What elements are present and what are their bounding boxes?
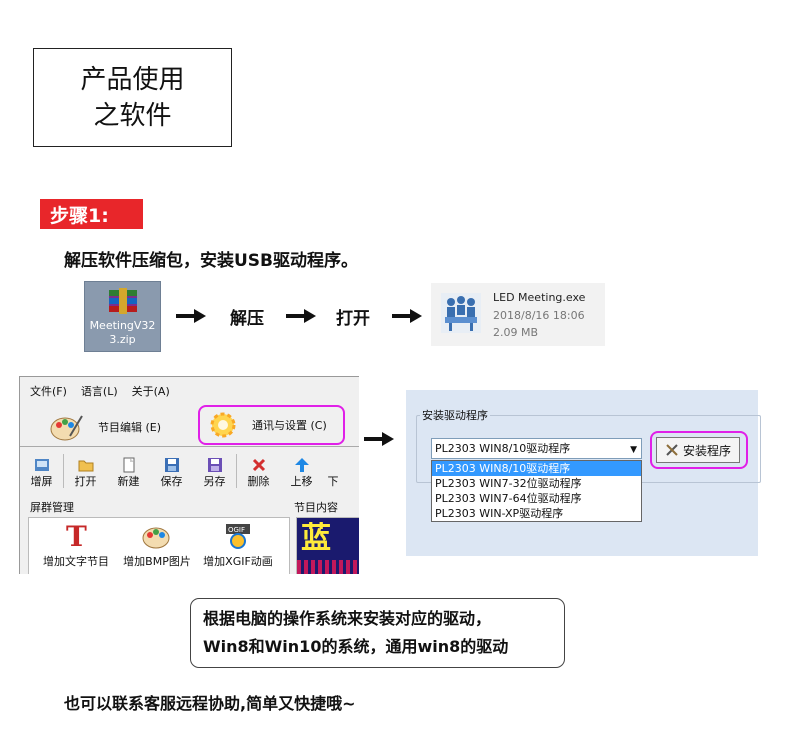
gif-icon: OGIF <box>226 524 250 549</box>
gear-icon <box>210 412 236 438</box>
tools-icon <box>666 444 678 456</box>
add-screen-button[interactable]: 增屏 <box>20 451 63 491</box>
driver-option[interactable]: PL2303 WIN8/10驱动程序 <box>432 461 641 476</box>
palette-icon <box>142 527 170 549</box>
tab-program-edit[interactable]: 节目编辑 (E) <box>50 409 161 445</box>
svg-text:OGIF: OGIF <box>228 526 245 534</box>
driver-select[interactable]: PL2303 WIN8/10驱动程序 ▼ <box>431 438 642 459</box>
add-bmp-button[interactable]: 增加BMP图片 <box>121 522 193 569</box>
text-t-icon: T <box>66 520 87 553</box>
arrow-right-icon <box>286 309 316 323</box>
zip-file-name-1: MeetingV32 <box>89 319 156 332</box>
driver-dropdown-list: PL2303 WIN8/10驱动程序 PL2303 WIN7-32位驱动程序 P… <box>431 460 642 522</box>
tab-comm-settings[interactable]: 通讯与设置 (C) <box>198 405 345 445</box>
zip-file-name-2: 3.zip <box>109 333 136 346</box>
save-as-icon <box>207 458 222 472</box>
exe-file-name: LED Meeting.exe <box>493 291 586 304</box>
exe-file-date: 2018/8/16 18:06 <box>493 309 585 322</box>
preview-text: 蓝 <box>301 521 331 556</box>
app-window: 文件(F) 语言(L) 关于(A) 节目编辑 (E) 通讯与设置 (C) 增屏 <box>19 376 359 574</box>
add-program-panel: T 增加文字节目 增加BMP图片 OGIF 增加XGIF动画 <box>28 517 290 574</box>
delete-label: 删除 <box>247 475 270 488</box>
save-as-label: 另存 <box>203 475 226 488</box>
add-bmp-label: 增加BMP图片 <box>123 555 191 568</box>
flow-label-extract: 解压 <box>230 309 264 329</box>
palette-icon <box>50 415 83 441</box>
note-line-2: Win8和Win10的系统，通用win8的驱动 <box>203 637 509 656</box>
menu-file[interactable]: 文件(F) <box>30 385 67 398</box>
tab-comm-settings-label: 通讯与设置 (C) <box>252 419 327 432</box>
install-button-label: 安装程序 <box>682 443 731 458</box>
driver-option[interactable]: PL2303 WIN7-32位驱动程序 <box>435 477 582 490</box>
chevron-down-icon: ▼ <box>630 445 637 455</box>
add-xgif-label: 增加XGIF动画 <box>203 555 273 568</box>
step-badge: 步骤1: <box>40 199 143 229</box>
exe-file-item[interactable]: LED Meeting.exe 2018/8/16 18:06 2.09 MB <box>431 283 605 346</box>
arrow-up-icon <box>294 458 309 472</box>
meeting-app-icon <box>441 293 481 333</box>
move-down-label: 下 <box>327 475 339 488</box>
move-up-label: 上移 <box>290 475 313 488</box>
program-content-label: 节目内容 <box>294 501 338 514</box>
winrar-icon <box>109 288 137 314</box>
program-preview: 蓝 <box>296 517 359 574</box>
note-box: 根据电脑的操作系统来安装对应的驱动， Win8和Win10的系统，通用win8的… <box>190 598 565 668</box>
driver-group-title: 安装驱动程序 <box>420 407 490 423</box>
preview-marquee <box>297 560 359 574</box>
screen-management-label: 屏群管理 <box>30 501 74 514</box>
open-label: 打开 <box>74 475 97 488</box>
add-text-program-label: 增加文字节目 <box>43 555 109 568</box>
save-as-button[interactable]: 另存 <box>193 451 236 491</box>
flow-label-open: 打开 <box>336 309 370 329</box>
toolbar-divider <box>63 454 64 488</box>
save-button[interactable]: 保存 <box>150 451 193 491</box>
driver-option[interactable]: PL2303 WIN-XP驱动程序 <box>435 507 564 520</box>
driver-install-dialog: 安装驱动程序 PL2303 WIN8/10驱动程序 ▼ PL2303 WIN8/… <box>406 390 761 556</box>
add-screen-icon <box>34 459 49 471</box>
menu-language[interactable]: 语言(L) <box>80 385 118 398</box>
note-line-1: 根据电脑的操作系统来安装对应的驱动， <box>203 609 492 628</box>
add-xgif-button[interactable]: OGIF 增加XGIF动画 <box>199 522 277 569</box>
arrow-right-icon <box>364 432 394 446</box>
menu-about[interactable]: 关于(A) <box>131 385 170 398</box>
delete-icon <box>252 458 265 472</box>
add-text-program-button[interactable]: T 增加文字节目 <box>41 520 111 569</box>
driver-option[interactable]: PL2303 WIN7-64位驱动程序 <box>435 492 582 505</box>
tabs-row: 节目编辑 (E) 通讯与设置 (C) <box>20 403 359 447</box>
delete-button[interactable]: 删除 <box>237 451 280 491</box>
new-label: 新建 <box>117 475 140 488</box>
folder-icon <box>78 460 93 472</box>
menu-bar: 文件(F) 语言(L) 关于(A) <box>20 383 170 401</box>
save-icon <box>164 458 179 472</box>
new-file-icon <box>123 457 134 473</box>
toolbar: 增屏 打开 新建 保存 另存 删除 上移 下 <box>20 451 359 491</box>
title-line-2: 之软件 <box>93 100 172 131</box>
tab-program-edit-label: 节目编辑 (E) <box>98 421 162 434</box>
open-button[interactable]: 打开 <box>64 451 107 491</box>
move-down-button[interactable]: 下 <box>323 451 343 491</box>
title-line-1: 产品使用 <box>80 64 185 95</box>
instruction-text: 解压软件压缩包，安装USB驱动程序。 <box>64 251 359 271</box>
driver-select-value: PL2303 WIN8/10驱动程序 <box>435 442 571 455</box>
svg-text:T: T <box>66 522 87 550</box>
save-label: 保存 <box>160 475 183 488</box>
zip-file-icon[interactable]: MeetingV32 3.zip <box>84 281 161 352</box>
new-button[interactable]: 新建 <box>107 451 150 491</box>
arrow-right-icon <box>392 309 422 323</box>
footer-text: 也可以联系客服远程协助,简单又快捷哦~ <box>64 694 356 713</box>
move-up-button[interactable]: 上移 <box>280 451 323 491</box>
add-screen-label: 增屏 <box>30 475 53 488</box>
toolbar-divider <box>236 454 237 488</box>
install-button[interactable]: 安装程序 <box>656 437 740 463</box>
install-highlight <box>650 431 748 469</box>
title-box: 产品使用 之软件 <box>33 48 232 147</box>
arrow-right-icon <box>176 309 206 323</box>
exe-file-size: 2.09 MB <box>493 326 539 339</box>
